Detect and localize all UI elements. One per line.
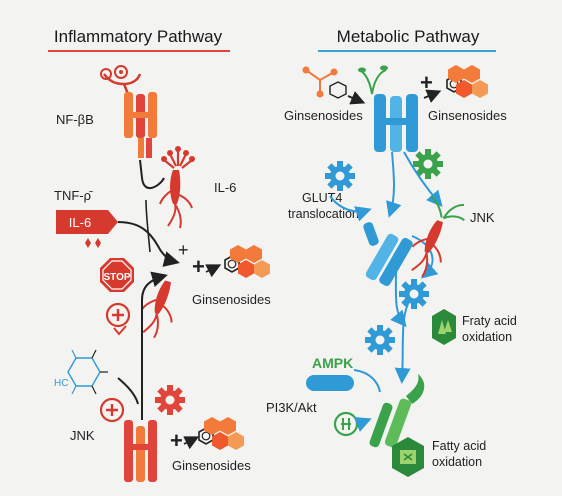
ginsenosides-bottom-label: Ginsenosides [172,458,251,473]
glut4-label: GLUT4 [302,191,342,205]
right-panel-title: Metabolic Pathway [337,27,480,46]
ginsenoside-molecule-icon [302,66,347,99]
hexagon-right-icon [448,65,488,98]
fatty-acid-1-label: Fraty acid [462,314,517,328]
il6-tag: IL-6 [56,210,118,248]
nfkb-label: NF-βB [56,112,94,127]
receptor-bottom-icon [124,420,157,482]
hexagon-bottom-icon [204,417,244,450]
ginseng-root-right-icon [402,195,465,283]
translocation-label: translocation [288,207,359,221]
gear-blue-2-icon [399,279,429,309]
hexagon-molecule-icon [230,245,270,278]
oxidation-2-label: oxidation [432,455,482,469]
il6-tag-label: IL-6 [69,215,91,230]
stop-label: STOP [103,272,130,283]
plus-mid: + [192,254,205,279]
nfkb-receptor-icon [100,65,157,158]
ginsenosides-right-left-label: Ginsenosides [284,108,363,123]
jnk-right-label: JNK [470,210,495,225]
plus-circle-icon [105,302,131,336]
gear-icon [155,385,185,415]
blue-receptor-icon [374,94,418,152]
plus-bottom: + [170,428,183,453]
plus-right: + [420,70,433,95]
oxidation-1-label: oxidation [462,330,512,344]
benzene-structure-icon: HC [54,349,108,395]
gear-blue-3-icon [365,325,395,355]
ampk-label: AMPK [312,355,353,371]
stop-sign-icon: STOP [100,258,134,292]
ginsenosides-right-label: Ginsenosides [428,108,507,123]
ampk-bar [306,375,354,391]
jnk-left-label: JNK [70,428,95,443]
gear-blue-icon [325,161,355,191]
target-icon [99,397,125,423]
pi3k-label: PI3K/Akt [266,400,317,415]
plus-mid-small: + [178,240,189,260]
hc-label: HC [54,378,68,389]
ginseng-root-icon [159,146,195,229]
il6-top-label: IL-6 [214,180,236,195]
ginsenosides-mid-label: Ginsenosides [192,292,271,307]
sprout-icon [358,65,388,95]
green-receptor-icon [369,374,425,448]
tnf-label: TNF-ρ̄ [54,188,93,203]
left-panel-title: Inflammatory Pathway [54,27,223,46]
fatty-acid-2-label: Fatty acid [432,439,486,453]
green-target-icon [333,411,359,437]
glut4-transporter-icon [363,222,413,287]
leaf-badge-2-icon [392,437,424,477]
leaf-badge-icon [432,309,456,345]
